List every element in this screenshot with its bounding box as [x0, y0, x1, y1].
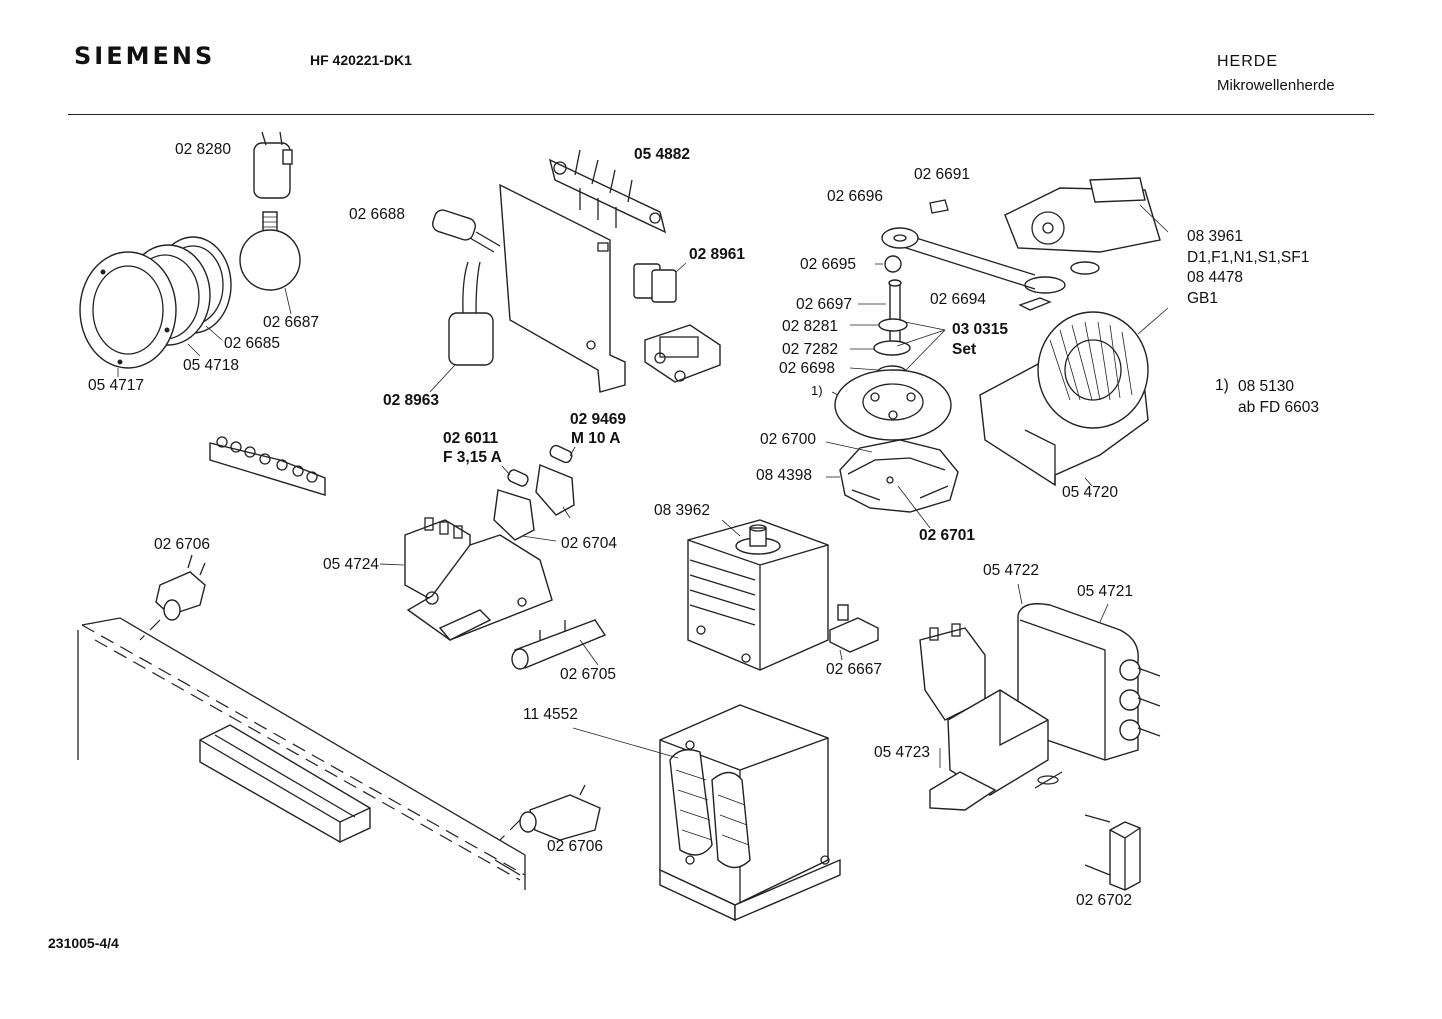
part-label-026696: 02 6696: [827, 188, 884, 205]
category-title: HERDE: [1217, 53, 1279, 70]
part-label-054718: 05 4718: [183, 357, 240, 374]
lamp-bulb-drawing: [239, 211, 301, 315]
fuse-rating-f315a: F 3,15 A: [443, 449, 502, 466]
part-label-028281: 02 8281: [782, 318, 839, 335]
category-subtitle: Mikrowellenherde: [1217, 77, 1335, 94]
part-label-026700: 02 6700: [760, 431, 817, 448]
resistor-drawing: [1084, 814, 1141, 891]
part-label-054724: 05 4724: [323, 556, 380, 573]
fan-motor-drawing: [875, 177, 1169, 311]
part-label-026698: 02 6698: [779, 360, 836, 377]
brand-logo: SIEMENS: [74, 42, 216, 70]
part-label-026706-top: 02 6706: [154, 536, 211, 553]
part-label-028961: 02 8961: [689, 246, 746, 263]
part-label-026701: 02 6701: [919, 527, 976, 544]
part-label-026685: 02 6685: [224, 335, 281, 352]
part-label-028963: 02 8963: [383, 392, 440, 409]
stirrer-disc-drawing: [831, 369, 952, 441]
mounting-bracket-drawing: [499, 149, 667, 393]
relay-drawing: [379, 517, 553, 641]
part-label-029469: 02 9469: [570, 411, 627, 428]
fuse-holder-drawing: [493, 444, 576, 542]
part-label-026702: 02 6702: [1076, 892, 1133, 909]
part-label-026691: 02 6691: [914, 166, 971, 183]
part-label-054720: 05 4720: [1062, 484, 1119, 501]
blower-housing-drawing: [979, 307, 1169, 487]
part-label-026687: 02 6687: [263, 314, 320, 331]
part-label-054722: 05 4722: [983, 562, 1040, 579]
part-label-026697: 02 6697: [796, 296, 853, 313]
part-label-083962: 08 3962: [654, 502, 711, 519]
magnetron-drawing: [687, 519, 829, 671]
stirrer-fan-drawing: [825, 439, 959, 529]
model-number: HF 420221-DK1: [310, 52, 412, 68]
part-label-085130: 08 5130: [1238, 378, 1295, 395]
fuse-rating-m10a: M 10 A: [571, 430, 621, 447]
part-label-054882: 05 4882: [634, 146, 691, 163]
part-label-028280: 02 8280: [175, 141, 232, 158]
door-switch-top-drawing: [155, 554, 206, 621]
microswitch-assembly-drawing: [919, 623, 1063, 811]
part-label-083961: 08 3961: [1187, 228, 1244, 245]
part-label-027282: 02 7282: [782, 341, 839, 358]
door-switch-bottom-drawing: [519, 784, 601, 841]
variant-codes-label: D1,F1,N1,S1,SF1: [1187, 249, 1310, 266]
part-label-026706-bottom: 02 6706: [547, 838, 604, 855]
part-label-set: Set: [952, 341, 977, 358]
lamp-holder-drawing: [253, 131, 293, 199]
diode-drawing: [511, 619, 607, 670]
part-label-026705: 02 6705: [560, 666, 617, 683]
terminal-block-drawing: [209, 436, 326, 496]
suppressor-drawing: [429, 209, 501, 393]
header-rule: [68, 114, 1374, 115]
footnote-ref-label: 1): [811, 383, 823, 398]
footnote-serial-label: ab FD 6603: [1238, 399, 1319, 416]
part-label-026694: 02 6694: [930, 291, 987, 308]
part-label-054717: 05 4717: [88, 377, 145, 394]
part-label-084398: 08 4398: [756, 467, 813, 484]
connector-drawing: [633, 262, 721, 383]
part-label-026688: 02 6688: [349, 206, 406, 223]
lamp-cover-drawing: [79, 236, 232, 377]
part-label-114552: 11 4552: [523, 706, 578, 723]
part-label-026695: 02 6695: [800, 256, 857, 273]
part-label-030315: 03 0315: [952, 321, 1009, 338]
part-label-084478: 08 4478: [1187, 269, 1244, 286]
footnote-marker: 1): [1215, 377, 1229, 394]
variant-gb1-label: GB1: [1187, 290, 1219, 307]
part-label-026667: 02 6667: [826, 661, 883, 678]
hv-transformer-drawing: [572, 704, 841, 922]
part-label-054721: 05 4721: [1077, 583, 1134, 600]
part-label-054723: 05 4723: [874, 744, 931, 761]
door-frame-drawing: [77, 617, 526, 890]
part-label-026704: 02 6704: [561, 535, 618, 552]
thermal-cutout-drawing: [829, 604, 879, 661]
document-number: 231005-4/4: [48, 935, 119, 951]
part-label-026011: 02 6011: [443, 430, 499, 447]
